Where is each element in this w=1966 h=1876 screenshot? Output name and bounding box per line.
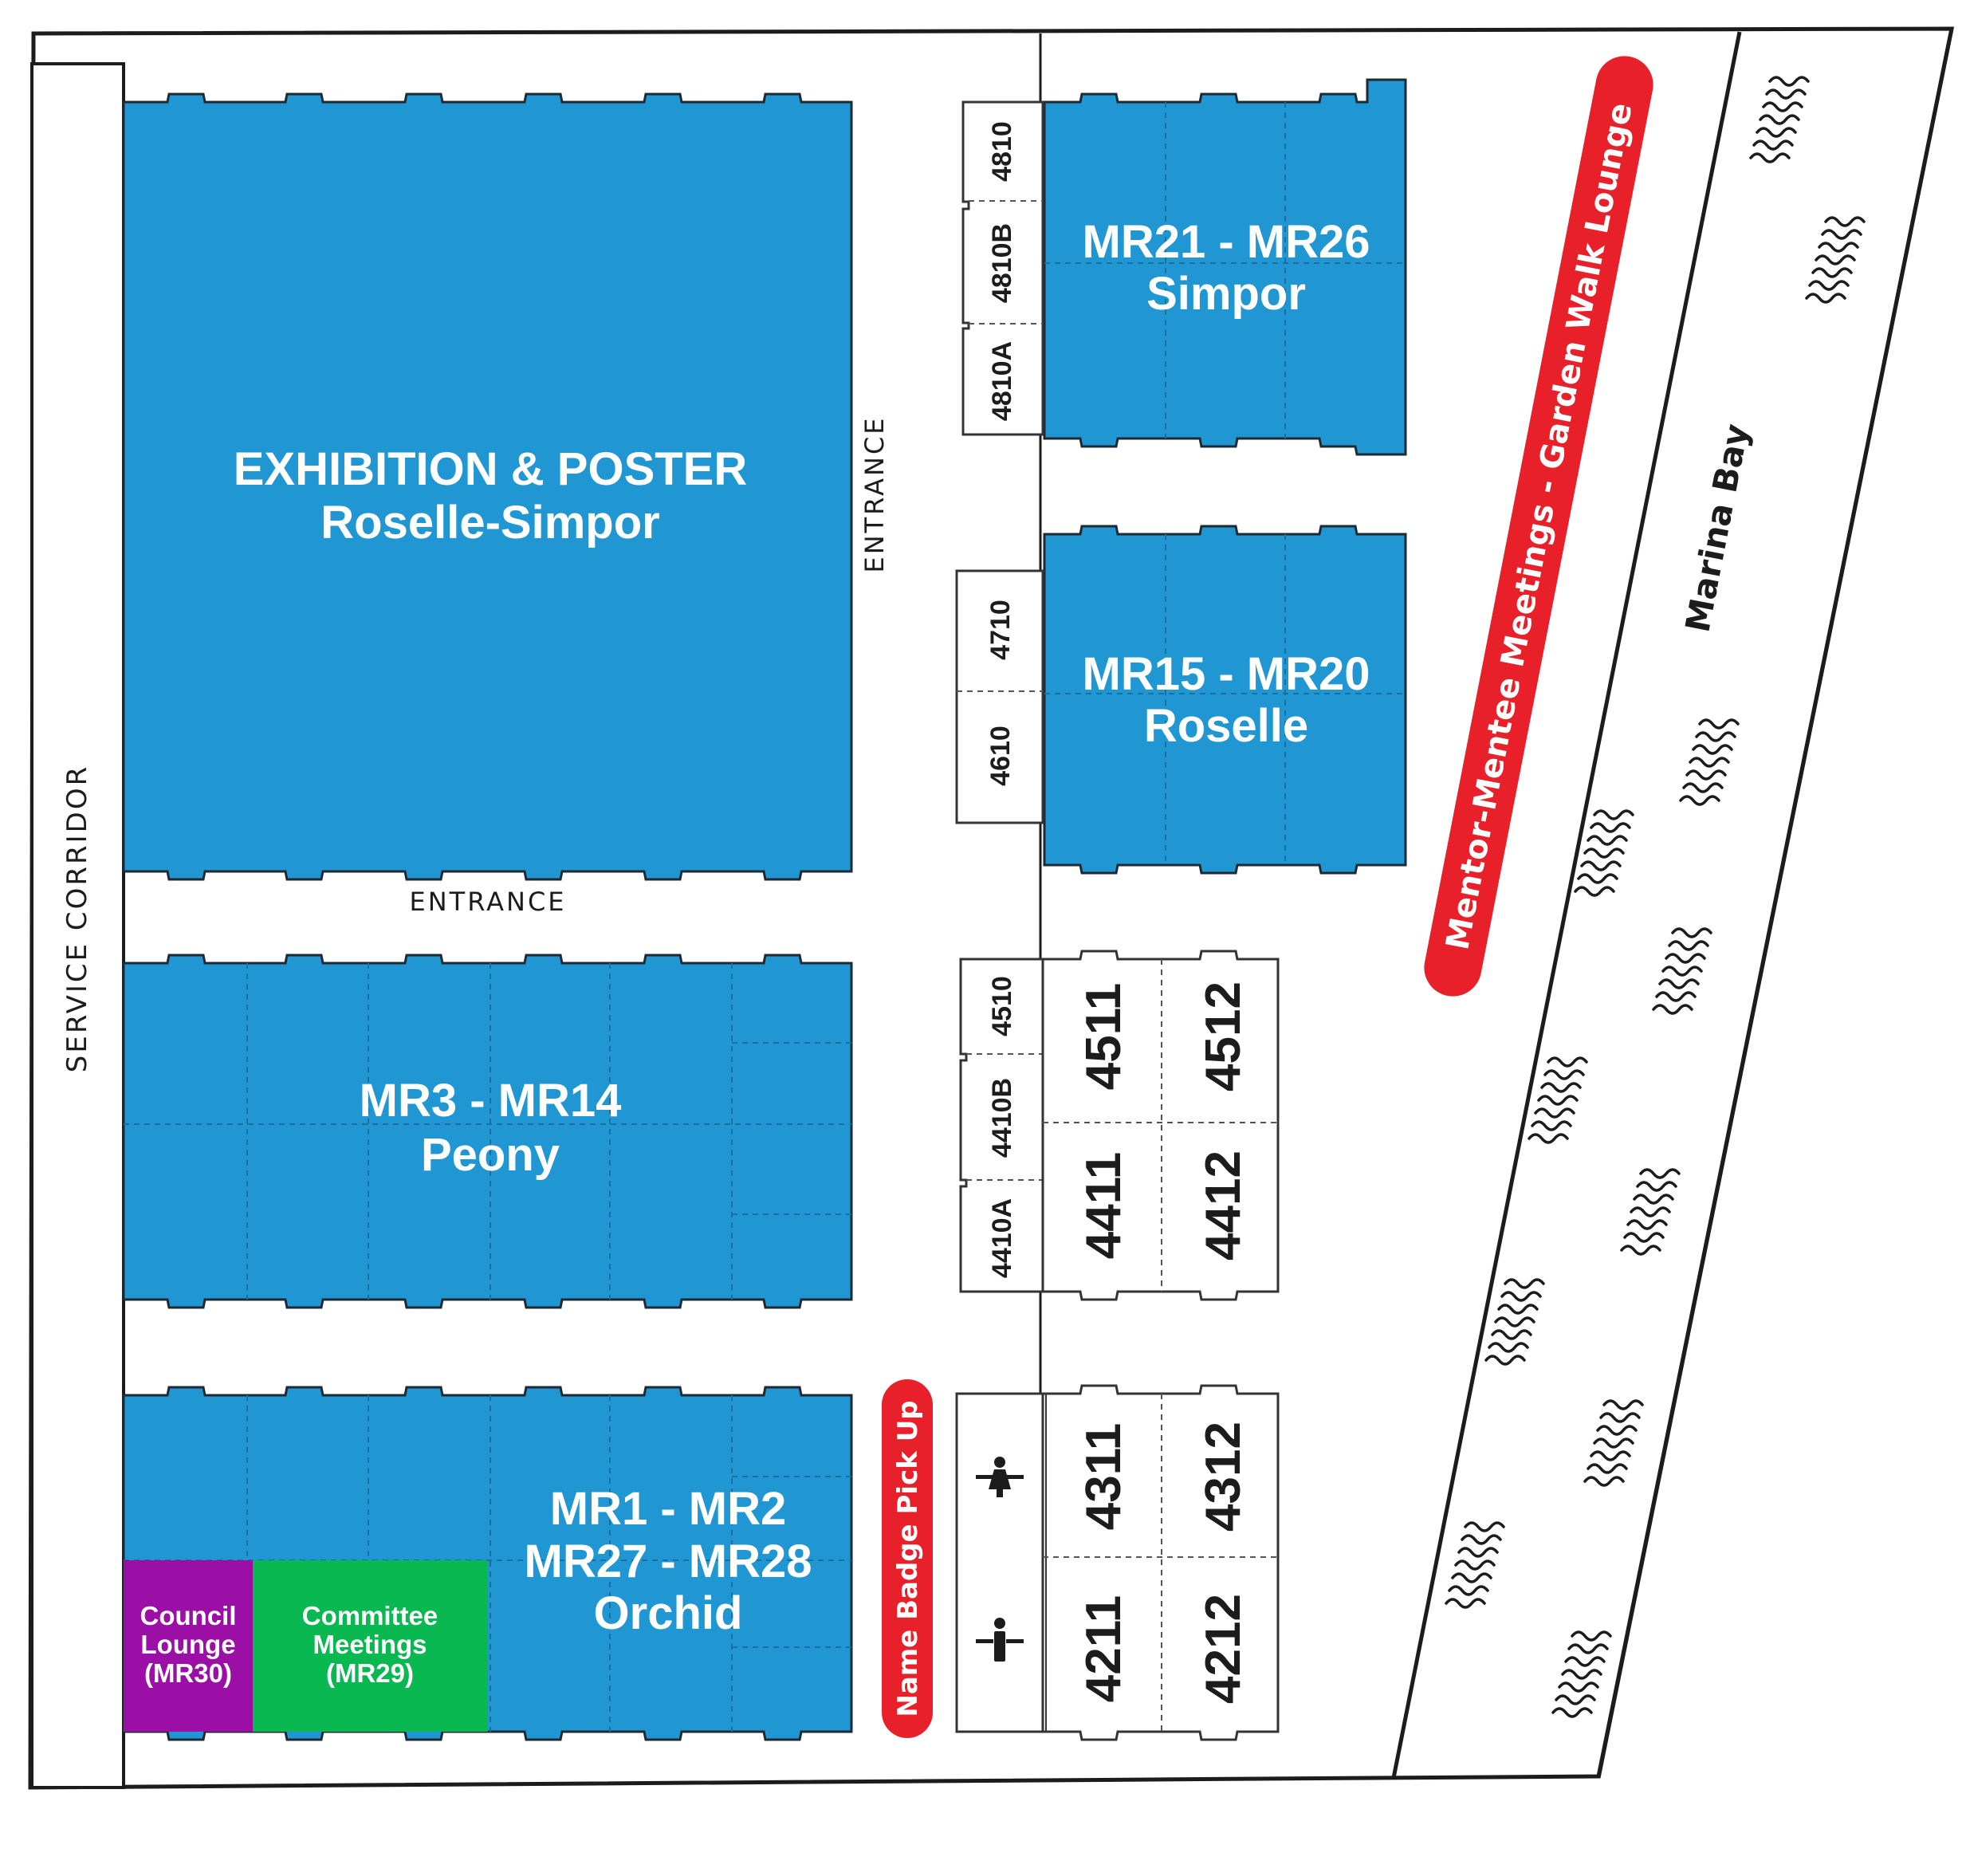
orchid-name: Orchid [594, 1587, 743, 1639]
rooms-4510-group[interactable]: 4510 4410B 4410A [959, 958, 1044, 1293]
roselle-hall[interactable]: MR15 - MR20 Roselle [1043, 525, 1407, 875]
roselle-rooms: MR15 - MR20 [1083, 648, 1370, 700]
room-4411-label: 4411 [1076, 1152, 1131, 1260]
room-4512-label: 4512 [1196, 981, 1251, 1091]
committee-meetings-room[interactable]: Committee Meetings (MR29) [253, 1560, 488, 1732]
simpor-name: Simpor [1146, 268, 1306, 320]
room-4211-label: 4211 [1076, 1595, 1131, 1703]
room-4610-label: 4610 [985, 726, 1016, 786]
rooms-4311-block[interactable]: 4311 4312 4211 4212 [1041, 1384, 1280, 1741]
committee-line1: Committee [302, 1601, 438, 1630]
simpor-hall[interactable]: MR21 - MR26 Simpor [1043, 78, 1407, 456]
room-4412-label: 4412 [1196, 1150, 1251, 1260]
room-4212-label: 4212 [1196, 1594, 1251, 1704]
room-4810B-label: 4810B [987, 223, 1017, 303]
peony-hall[interactable]: MR3 - MR14 Peony [122, 954, 853, 1309]
orchid-rooms-2: MR27 - MR28 [525, 1536, 812, 1587]
room-4810-label: 4810 [987, 121, 1017, 182]
peony-rooms: MR3 - MR14 [360, 1075, 622, 1127]
room-4710-label: 4710 [985, 600, 1016, 660]
exhibition-title: EXHIBITION & POSTER [234, 443, 748, 495]
exhibition-subtitle: Roselle-Simpor [320, 497, 659, 549]
service-corridor-label: SERVICE CORRIDOR [61, 765, 93, 1073]
room-4510-label: 4510 [987, 976, 1017, 1036]
council-line2: Lounge [140, 1630, 235, 1659]
male-restroom-icon [976, 1618, 1024, 1662]
orchid-rooms-1: MR1 - MR2 [550, 1483, 786, 1535]
room-4311-label: 4311 [1076, 1423, 1131, 1531]
simpor-rooms: MR21 - MR26 [1083, 216, 1370, 268]
committee-line3: (MR29) [326, 1658, 414, 1688]
council-lounge-room[interactable]: Council Lounge (MR30) [124, 1560, 253, 1732]
room-4410A-label: 4410A [987, 1198, 1017, 1278]
restroom-block[interactable] [955, 1392, 1044, 1733]
rooms-4710-group[interactable]: 4710 4610 [955, 569, 1044, 824]
room-4810A-label: 4810A [987, 341, 1017, 421]
entrance-label-vertical: ENTRANCE [859, 415, 890, 572]
female-restroom-icon [976, 1457, 1024, 1497]
rooms-4810-group[interactable]: 4810 4810B 4810A [961, 100, 1044, 436]
name-badge-pickup-badge[interactable]: Name Badge Pick Up [882, 1379, 933, 1738]
rooms-4511-block[interactable]: 4511 4512 4411 4412 [1041, 950, 1280, 1301]
room-4511-label: 4511 [1076, 983, 1131, 1091]
service-corridor [30, 62, 125, 1789]
exhibition-hall[interactable]: EXHIBITION & POSTER Roselle-Simpor [122, 92, 853, 881]
entrance-label-horizontal: ENTRANCE [409, 887, 566, 917]
peony-name: Peony [421, 1129, 560, 1181]
committee-line2: Meetings [313, 1630, 427, 1659]
council-line1: Council [140, 1601, 237, 1630]
bay-edge-right [1596, 28, 1954, 1779]
room-4410B-label: 4410B [987, 1078, 1017, 1158]
council-line3: (MR30) [144, 1658, 232, 1688]
roselle-name: Roselle [1144, 700, 1308, 752]
name-badge-pickup-label: Name Badge Pick Up [892, 1400, 924, 1717]
room-4312-label: 4312 [1196, 1422, 1251, 1532]
bay-edge-left [1391, 31, 1742, 1779]
